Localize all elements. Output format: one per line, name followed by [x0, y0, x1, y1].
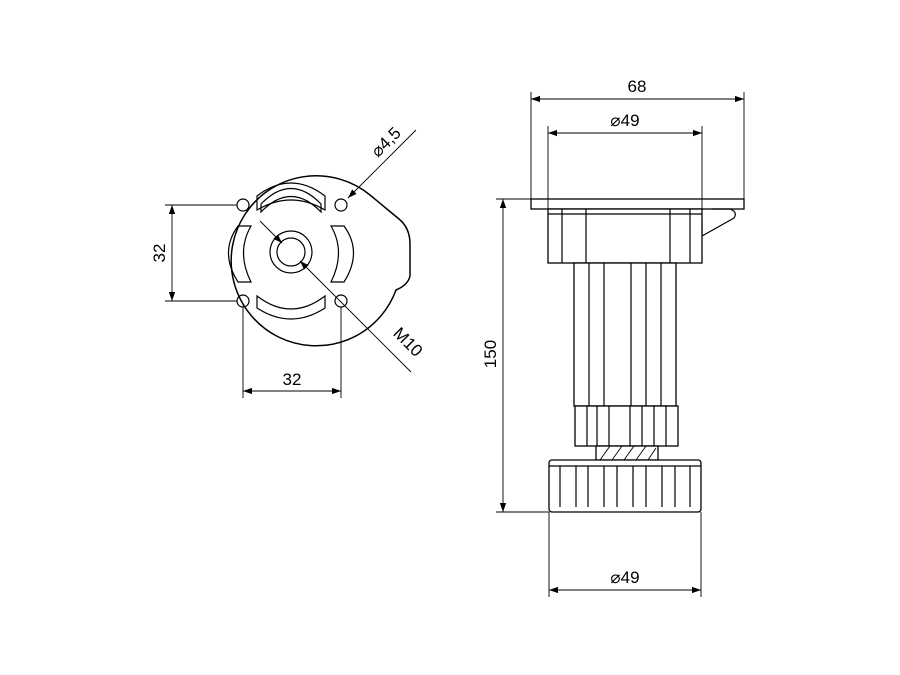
mount-hole-tr — [334, 198, 348, 212]
thread-label: M10 — [389, 324, 426, 361]
top-view-width-label: 32 — [283, 370, 302, 389]
mount-hole-tl — [236, 198, 250, 212]
side-top-plate — [530, 198, 745, 210]
top-view-flange-outline — [230, 175, 411, 347]
side-base-diameter-label: ⌀49 — [610, 568, 639, 587]
side-lock-nut — [574, 405, 679, 447]
side-foot-base — [548, 459, 702, 513]
side-view: 68 ⌀49 150 ⌀49 — [481, 77, 745, 597]
top-view: 32 32 ⌀4,5 M10 — [150, 123, 426, 398]
slot-right-shape — [329, 225, 355, 283]
side-hex-collar — [547, 208, 703, 264]
slot-top-shape — [256, 182, 326, 212]
side-shaft — [573, 262, 677, 407]
side-height-label: 150 — [481, 340, 500, 368]
side-top-width-label: 68 — [628, 77, 647, 96]
center-hole-inner — [276, 237, 306, 267]
slot-top — [260, 188, 322, 214]
hole-diameter-label: ⌀4,5 — [367, 123, 404, 160]
slot-bottom-shape — [256, 294, 326, 320]
slot-left-shape — [227, 225, 253, 283]
side-plate-diameter-label: ⌀49 — [610, 111, 639, 130]
center-hole-outer — [269, 230, 313, 274]
top-view-height-label: 32 — [150, 244, 169, 263]
side-tab — [701, 208, 736, 238]
mount-hole-br — [334, 294, 348, 308]
